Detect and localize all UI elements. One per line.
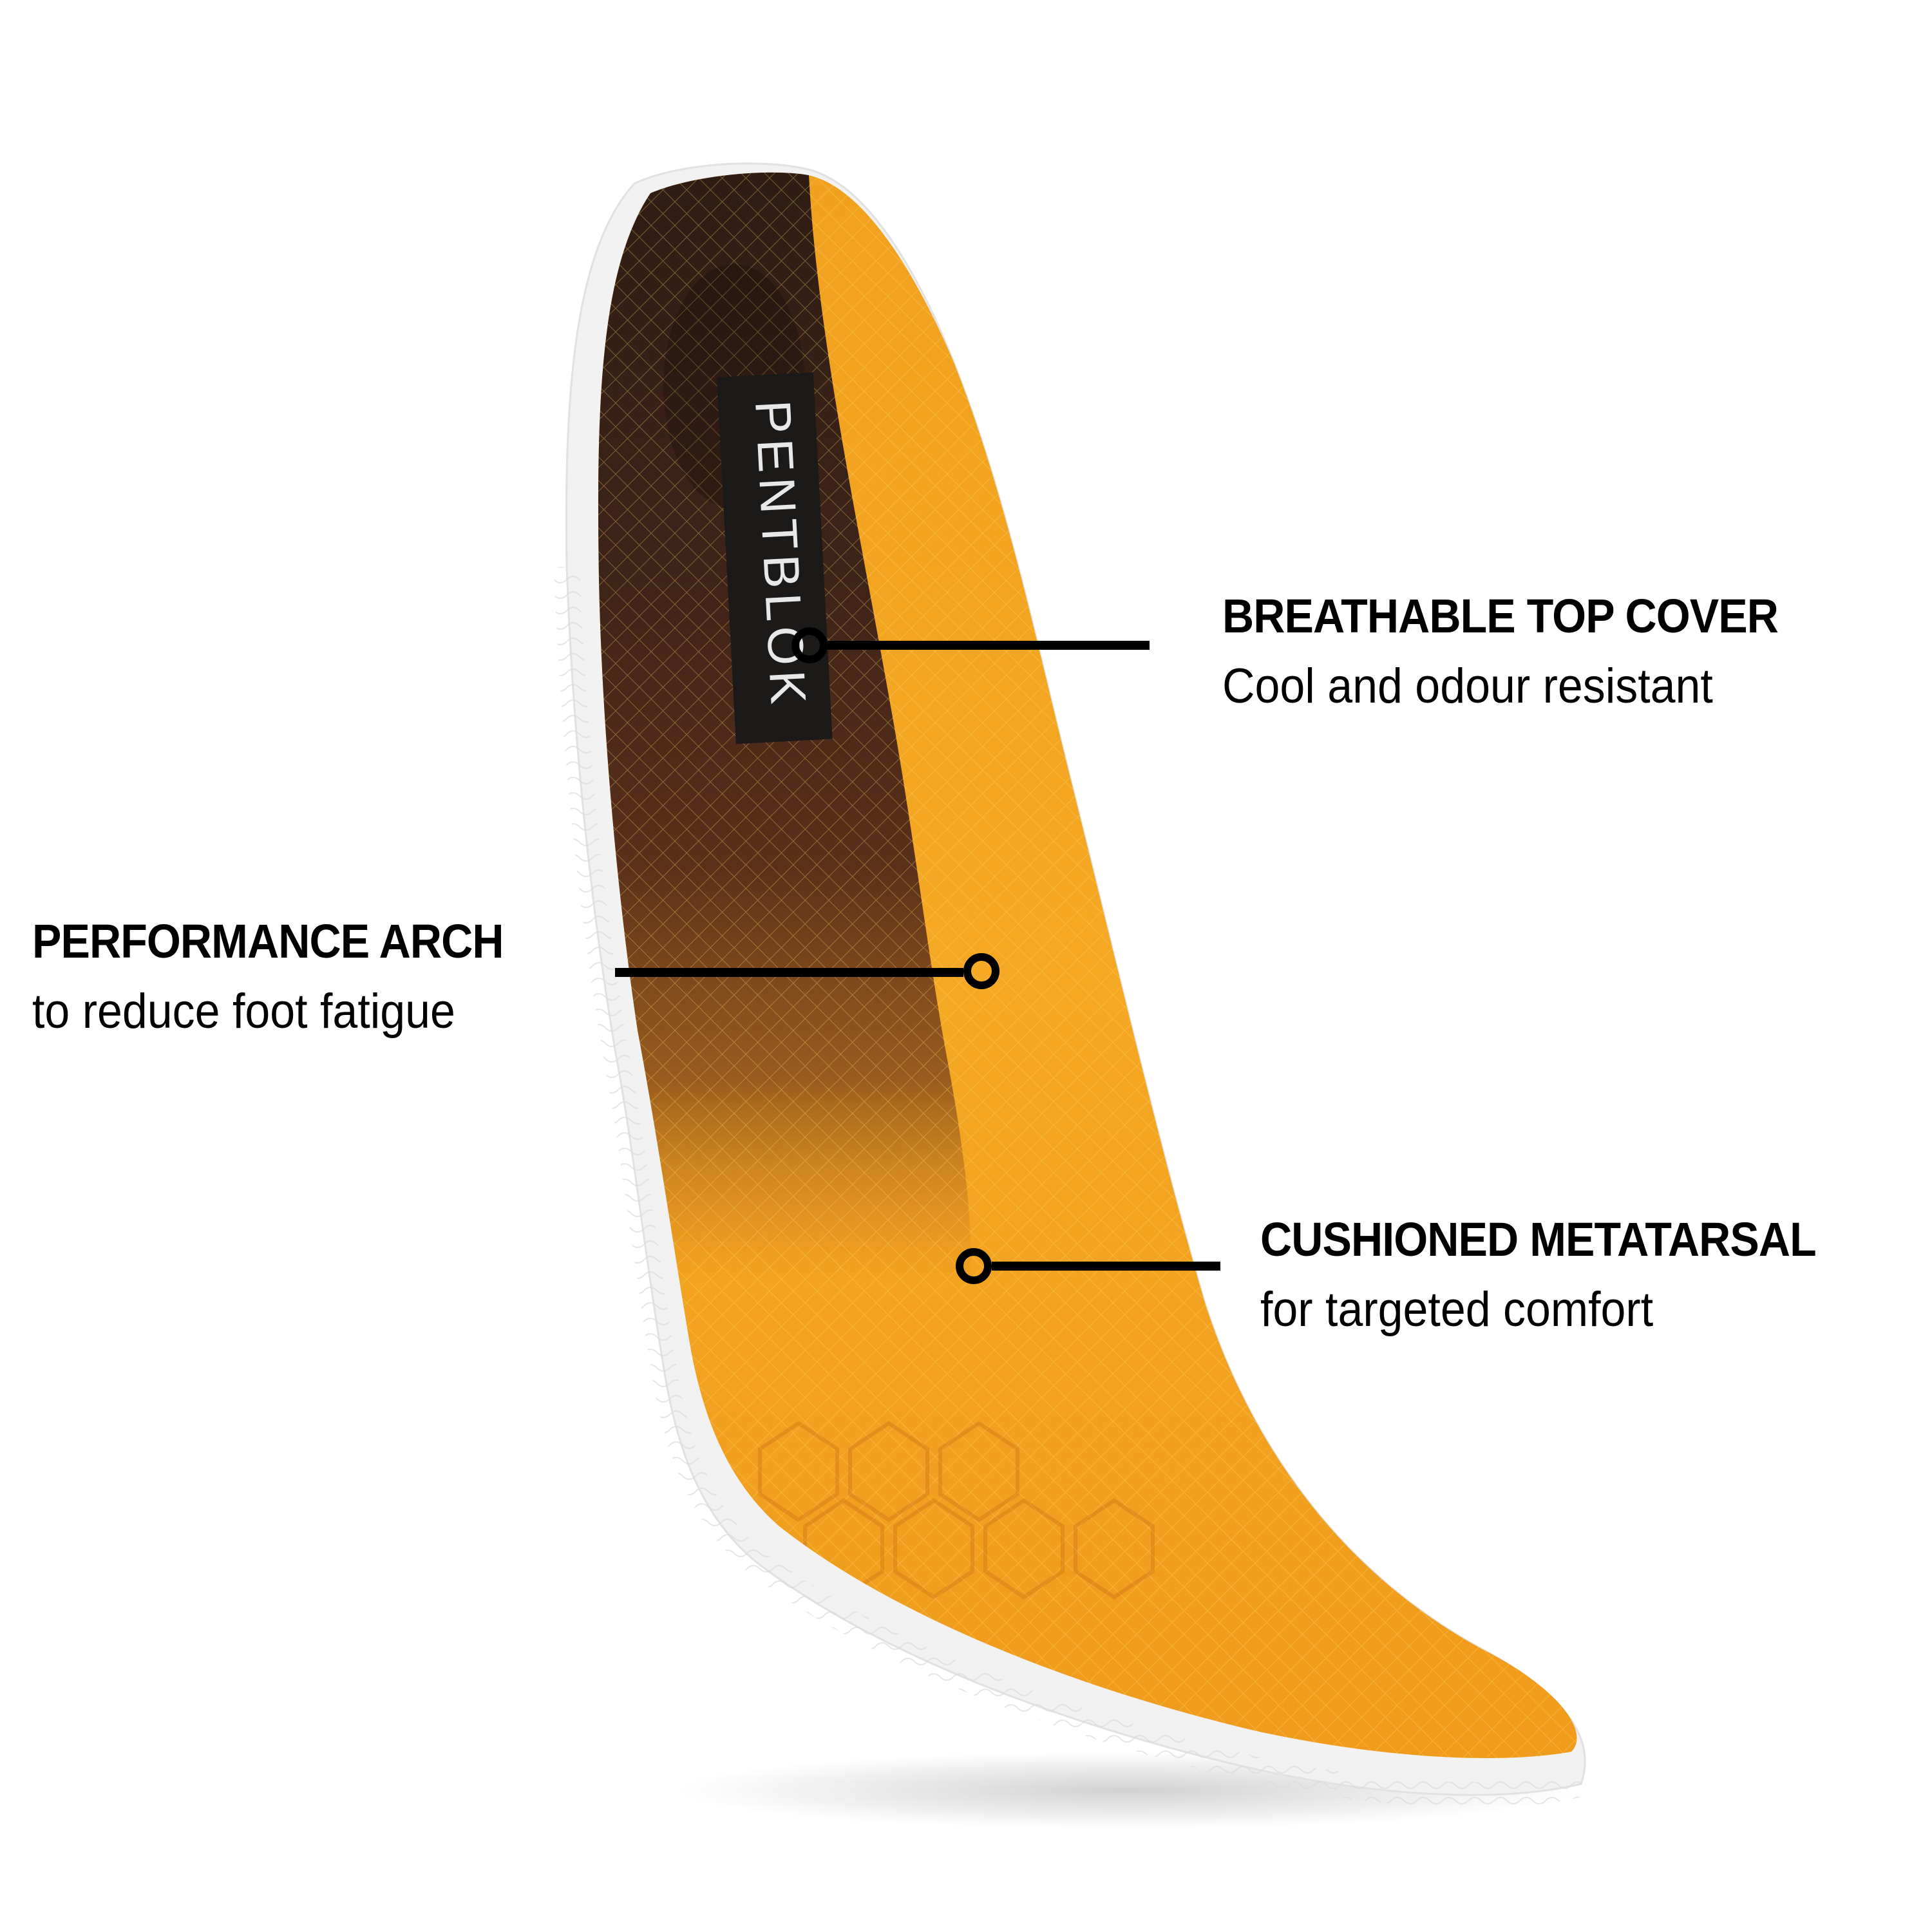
callout-marker-performance-arch <box>615 953 999 989</box>
callout-subtitle: for targeted comfort <box>1260 1282 1654 1337</box>
callout-title: BREATHABLE TOP COVER <box>1222 589 1779 643</box>
callout-subtitle: Cool and odour resistant <box>1222 659 1713 714</box>
callout-title: CUSHIONED METATARSAL <box>1260 1213 1817 1266</box>
callout-marker-cushioned-metatarsal <box>956 1248 1220 1284</box>
callout-performance-arch: PERFORMANCE ARCH to reduce foot fatigue <box>32 918 544 1036</box>
foam-texture <box>554 566 1584 1808</box>
callout-title: PERFORMANCE ARCH <box>32 914 504 968</box>
top-cover <box>598 172 1577 1759</box>
callout-subtitle: to reduce foot fatigue <box>32 984 455 1039</box>
callout-cushioned-metatarsal: CUSHIONED METATARSAL for targeted comfor… <box>1260 1216 1864 1334</box>
brand-logo: PENTBLOK <box>717 372 833 744</box>
callout-marker-breathable-top-cover <box>791 627 1150 663</box>
callout-breathable-top-cover: BREATHABLE TOP COVER Cool and odour resi… <box>1222 592 1826 711</box>
